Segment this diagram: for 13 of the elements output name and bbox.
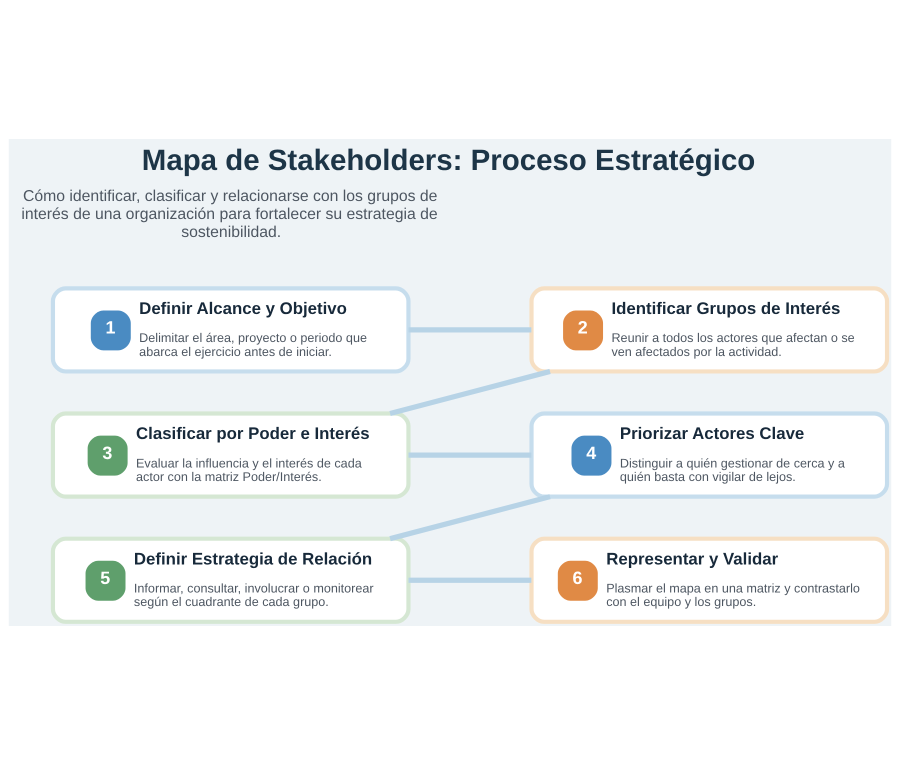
node-box: 1 Definir Alcance y Objetivo Delimitar el área, proyecto o periodo que abarca el ejercicio antes de iniciar. (50, 286, 411, 374)
connector (408, 327, 532, 333)
label: Cómo identificar, clasificar y relacionarse con los grupos de interés de una organización para fortalecer su estrategia de sostenibilidad. (21, 188, 438, 241)
node-box: 2 Identificar Grupos de Interés Reunir a todos los actores que afectan o se ven afectados por la actividad. (529, 286, 890, 374)
connector (389, 368, 551, 416)
diagram-title: Mapa de Stakeholders: Proceso Estratégico (142, 144, 756, 177)
node-box: 6 Representar y Validar Plasmar el mapa en una matriz y contrastarlo con el equipo y los grupos. (529, 536, 890, 624)
connector (389, 494, 551, 542)
connector (408, 578, 532, 583)
connector (408, 452, 532, 458)
node-box: 3 Clasificar por Poder e Interés Evaluar la influencia y el interés de cada actor con la matriz Poder/Interés. (50, 411, 411, 499)
node-box: 4 Priorizar Actores Clave Distinguir a quién gestionar de cerca y a quién basta con vigilar de lejos. (529, 411, 890, 499)
node-box: 5 Definir Estrategia de Relación Informar, consultar, involucrar o monitorear según el cuadrante de cada grupo. (50, 536, 411, 624)
